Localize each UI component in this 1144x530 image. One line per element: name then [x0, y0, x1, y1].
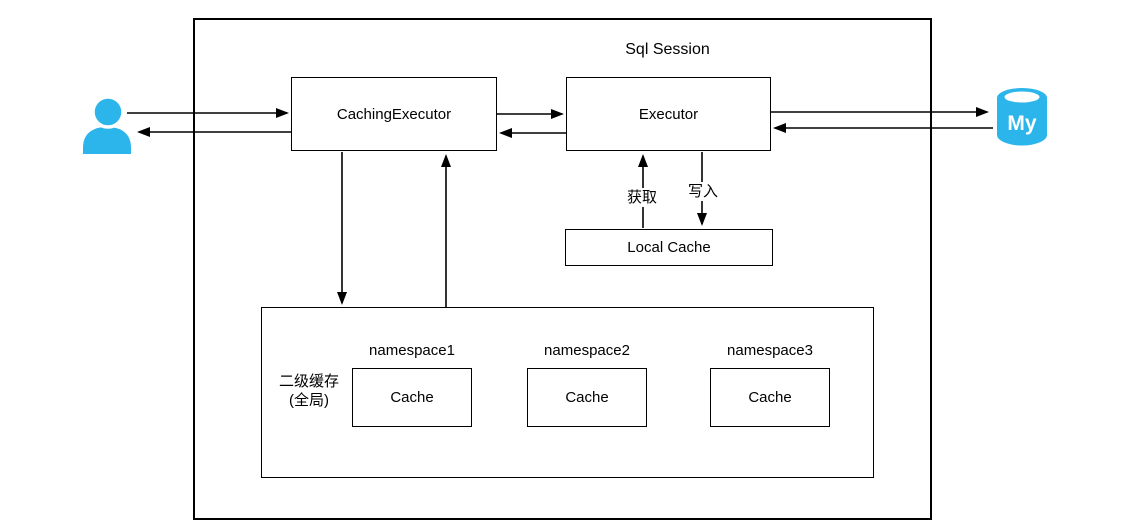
mysql-cylinder-top-opening [1004, 91, 1040, 103]
namespace1-cache-node: Cache [352, 368, 472, 427]
executor-label: Executor [638, 105, 699, 123]
user-icon-body [83, 127, 131, 154]
get-edge-label: 获取 [618, 188, 666, 207]
namespace1-label: namespace1 [369, 342, 455, 359]
namespace2-label: namespace2 [544, 342, 630, 359]
sql-session-container [193, 18, 932, 520]
namespace1-cache-label: Cache [390, 389, 434, 406]
namespace3-cache-label: Cache [748, 389, 792, 406]
second-level-cache-title: 二级缓存 (全局) [266, 372, 352, 410]
second-level-cache-title-line1: 二级缓存 [278, 373, 339, 390]
user-icon [83, 95, 131, 154]
namespace2-cache-label: Cache [565, 389, 609, 406]
second-level-cache-title-line2: (全局) [289, 392, 329, 409]
namespace3-cache-node: Cache [710, 368, 830, 427]
namespace2-cache-node: Cache [527, 368, 647, 427]
user-icon-head [91, 95, 125, 129]
executor-node: Executor [566, 77, 771, 151]
mysql-database-icon: My [997, 88, 1047, 146]
local-cache-node: Local Cache [565, 229, 773, 266]
write-edge-label: 写入 [679, 182, 727, 201]
local-cache-label: Local Cache [627, 239, 711, 256]
sql-session-label: Sql Session [625, 41, 710, 58]
caching-executor-label: CachingExecutor [336, 105, 452, 123]
mysql-cylinder-body [997, 98, 1047, 146]
mysql-label: My [1007, 112, 1036, 135]
caching-executor-node: CachingExecutor [291, 77, 497, 151]
namespace3-label: namespace3 [727, 342, 813, 359]
